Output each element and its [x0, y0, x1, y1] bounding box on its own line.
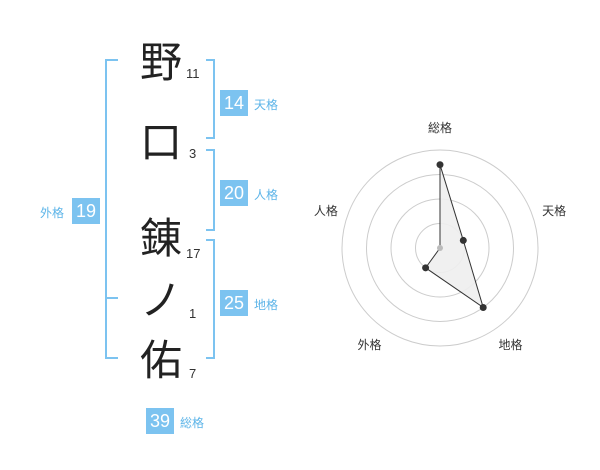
soukaku-label: 総格 — [180, 416, 205, 430]
radar-ring-4 — [341, 149, 539, 347]
radar-axis-label-1: 天格 — [542, 203, 566, 218]
chikaku-value: 25 — [220, 290, 248, 316]
radar-axis-label-3: 外格 — [357, 337, 381, 352]
soukaku-value: 39 — [146, 408, 174, 434]
gaikaku-bracket — [105, 59, 118, 359]
name-char-3: 錬 — [139, 214, 182, 263]
gaikaku-value: 19 — [72, 198, 100, 224]
jinkaku-bracket — [206, 149, 215, 231]
jinkaku-label: 人格 — [254, 188, 279, 202]
radar-axis-label-2: 地格 — [499, 337, 523, 352]
radar-point-2 — [479, 303, 487, 311]
radar-center-dot — [437, 245, 443, 251]
tenkaku-label: 天格 — [254, 98, 279, 112]
radar-polygon — [424, 164, 485, 309]
name-char-2: 口 — [139, 118, 182, 167]
stroke-count-1: 11 — [186, 66, 200, 81]
stroke-count-4: 1 — [189, 306, 197, 321]
tenkaku-bracket — [206, 59, 215, 139]
chikaku-label: 地格 — [254, 298, 279, 312]
stroke-count-2: 3 — [189, 146, 197, 161]
tenkaku-value: 14 — [220, 90, 248, 116]
gaikaku-label: 外格 — [40, 206, 65, 220]
stroke-count-3: 17 — [186, 246, 201, 261]
stroke-count-5: 7 — [189, 366, 197, 381]
name-char-1: 野 — [139, 38, 182, 87]
radar-points — [422, 161, 487, 311]
name-char-5: 佑 — [139, 336, 182, 385]
radar-axis-label-0: 総格 — [428, 120, 452, 135]
chikaku-bracket — [206, 239, 215, 359]
radar-axis-label-4: 人格 — [314, 203, 338, 218]
radar-point-0 — [436, 161, 444, 169]
radar-point-3 — [422, 264, 430, 272]
radar-point-1 — [459, 236, 467, 244]
name-char-4: ノ — [139, 276, 182, 325]
jinkaku-value: 20 — [220, 180, 248, 206]
